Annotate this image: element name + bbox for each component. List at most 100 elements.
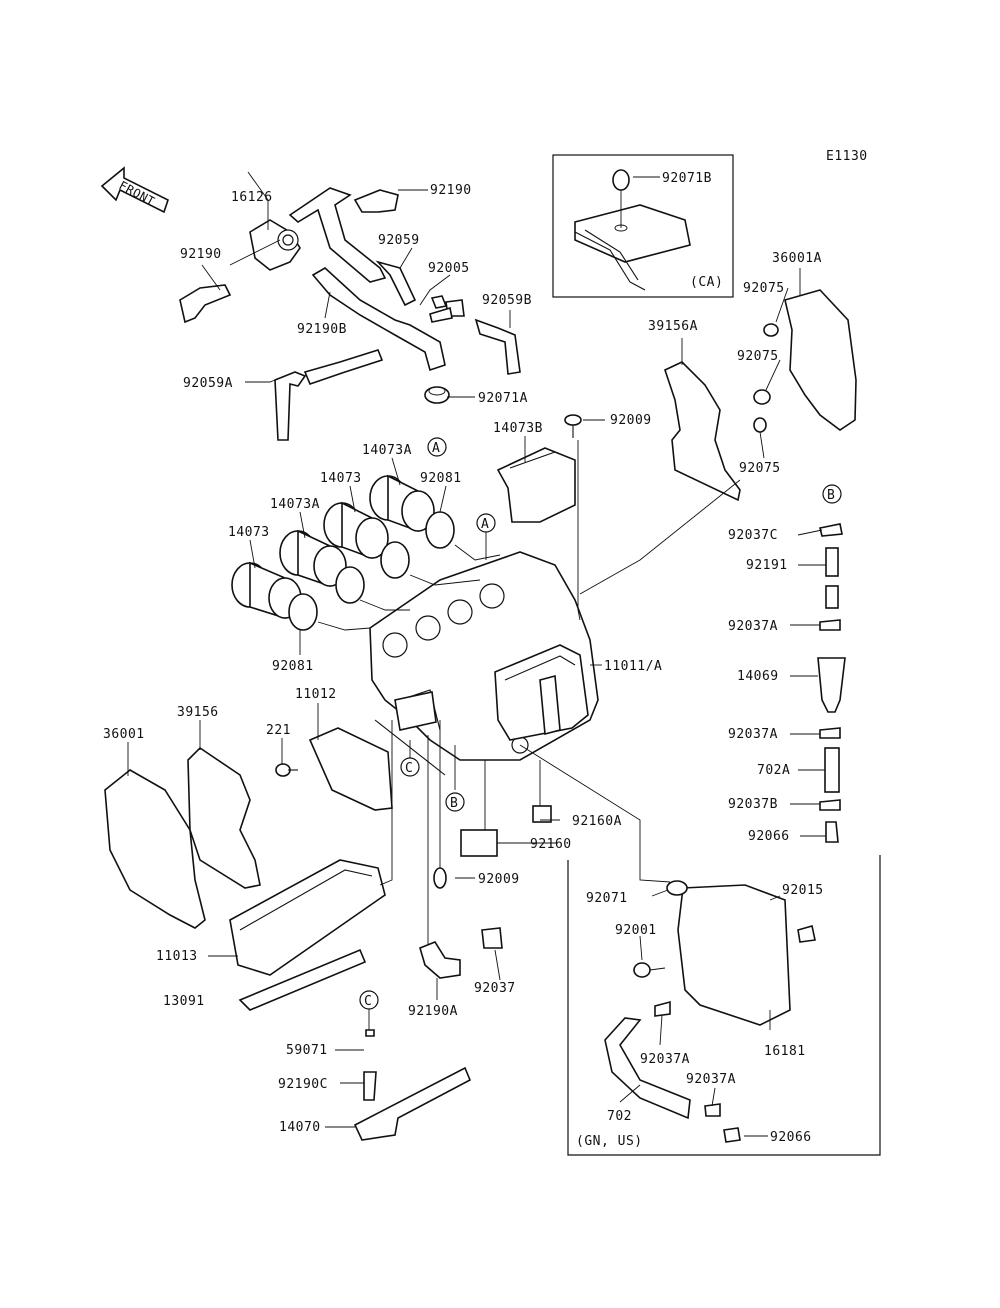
label-92059: 92059: [378, 233, 420, 248]
label-14073b: 14073B: [493, 421, 543, 436]
inset-ca-label: (CA): [690, 275, 723, 290]
label-36001: 36001: [103, 727, 145, 742]
label-92005: 92005: [428, 261, 470, 276]
holder-14073-mid: [323, 501, 389, 560]
label-702a: 702A: [757, 763, 790, 778]
tank-92015: [677, 884, 791, 1026]
label-11012: 11012: [295, 687, 337, 702]
label-92075-c: 92075: [739, 461, 781, 476]
grommet-92075-a: [763, 323, 779, 337]
label-59071: 59071: [286, 1043, 328, 1058]
label-92037c: 92037C: [728, 528, 778, 543]
inset-ca-box: [552, 154, 734, 298]
label-92059a: 92059A: [183, 376, 233, 391]
grommet-92075-b: [753, 389, 771, 405]
front-arrow-icon: FRONT: [100, 166, 169, 214]
cover-36001: [104, 769, 206, 929]
label-11013: 11013: [156, 949, 198, 964]
marker-b-housing: B: [445, 792, 465, 812]
grommet-92075-c: [753, 417, 767, 433]
svg-text:C: C: [364, 994, 372, 1009]
screw-92009-bottom: [433, 867, 447, 889]
label-92190-top: 92190: [430, 183, 472, 198]
label-92071: 92071: [586, 891, 628, 906]
svg-text:A: A: [481, 517, 489, 532]
inset-gn-us-label: (GN, US): [576, 1134, 643, 1149]
clip-92037a-gn-2: [704, 1103, 721, 1117]
label-92160: 92160: [530, 837, 572, 852]
label-14073-1: 14073: [320, 471, 362, 486]
label-92190a: 92190A: [408, 1004, 458, 1019]
label-92075-a: 92075: [743, 281, 785, 296]
label-92190c: 92190C: [278, 1077, 328, 1092]
part-13091: [238, 948, 367, 1011]
label-92037a-4: 92037A: [686, 1072, 736, 1087]
svg-text:C: C: [405, 761, 413, 776]
label-92066-bottom: 92066: [770, 1130, 812, 1145]
label-92059b: 92059B: [482, 293, 532, 308]
plate-11012: [308, 727, 393, 811]
cover-39156a: [664, 361, 741, 502]
marker-b-right: B: [822, 484, 842, 504]
hose-92190a: [419, 941, 461, 979]
carb-holders: [231, 474, 455, 631]
label-14069: 14069: [737, 669, 779, 684]
clamp-92081-b: [335, 566, 365, 604]
screw-92009-top: [564, 414, 582, 438]
label-702: 702: [607, 1109, 632, 1124]
breather-hoses: [179, 187, 521, 441]
label-14073a-2: 14073A: [270, 497, 320, 512]
label-92037b: 92037B: [728, 797, 778, 812]
part-14073b: [496, 447, 576, 523]
air-cleaner-housing: [369, 551, 599, 776]
plug-92066: [723, 1127, 741, 1143]
bolt-221: [275, 763, 298, 777]
hose-702: [604, 1017, 691, 1120]
svg-text:A: A: [432, 441, 440, 456]
label-92037a-2: 92037A: [728, 727, 778, 742]
part-16181-plug: [797, 924, 816, 943]
pad-92160a: [532, 805, 552, 823]
label-16126: 16126: [231, 190, 273, 205]
holder-14073a-left: [279, 529, 347, 588]
bolt-92001: [633, 962, 666, 978]
label-13091: 13091: [163, 994, 205, 1009]
label-14073-2: 14073: [228, 525, 270, 540]
label-92160a: 92160A: [572, 814, 622, 829]
clip-92037: [481, 927, 503, 949]
label-92009-bottom: 92009: [478, 872, 520, 887]
inset-ca-drawing: [574, 169, 691, 291]
label-39156: 39156: [177, 705, 219, 720]
leader-lines: [127, 171, 826, 1137]
clamp-92081-a: [288, 593, 318, 631]
label-92037a-3: 92037A: [640, 1052, 690, 1067]
front-label: FRONT: [117, 178, 158, 208]
drain-parts: [353, 1029, 472, 1141]
label-16181: 16181: [764, 1044, 806, 1059]
element-11013: [229, 859, 386, 976]
label-92190-left: 92190: [180, 247, 222, 262]
label-92075-b: 92075: [737, 349, 779, 364]
label-92071b: 92071B: [662, 171, 712, 186]
marker-a-top: A: [427, 437, 447, 457]
label-92081-top: 92081: [420, 471, 462, 486]
clip-92037a-gn: [654, 1000, 671, 1017]
label-14073a-1: 14073A: [362, 443, 412, 458]
label-11011a: 11011/A: [604, 659, 662, 674]
label-92001: 92001: [615, 923, 657, 938]
label-221: 221: [266, 723, 291, 738]
svg-text:B: B: [827, 488, 835, 503]
cover-39156: [187, 746, 261, 889]
label-14070: 14070: [279, 1120, 321, 1135]
label-92190b: 92190B: [297, 322, 347, 337]
label-39156a: 39156A: [648, 319, 698, 334]
marker-a-housing: A: [476, 513, 496, 533]
holder-14073a-right: [369, 474, 435, 533]
label-92009-top: 92009: [610, 413, 652, 428]
clamp-92081-d: [425, 511, 455, 549]
svg-text:B: B: [450, 796, 458, 811]
label-36001a: 36001A: [772, 251, 822, 266]
diagram-code: E1130: [826, 149, 868, 164]
